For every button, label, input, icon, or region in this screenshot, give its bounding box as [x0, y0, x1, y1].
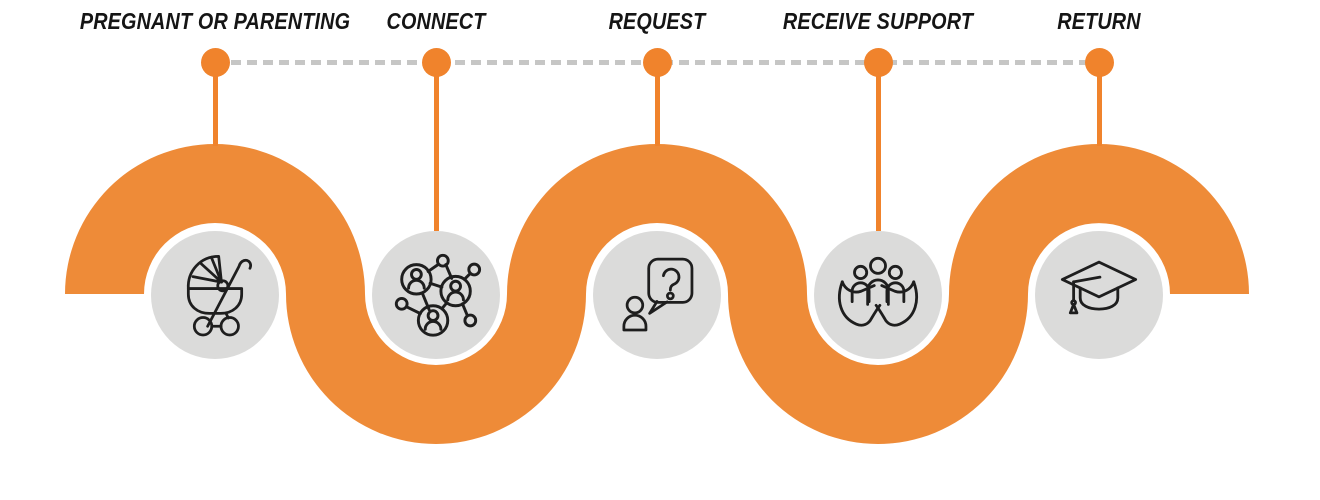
step-node-circle [593, 231, 721, 359]
hands-holding-people-icon [838, 256, 918, 327]
step-label: PREGNANT OR PARENTING [79, 8, 351, 34]
question-speech-bubble-icon [622, 257, 694, 332]
graduation-cap-icon [1060, 260, 1138, 315]
people-network-icon [394, 253, 482, 337]
marker-dot [643, 48, 672, 77]
stroller-icon [186, 254, 253, 337]
step-node-circle [151, 231, 279, 359]
marker-dot [422, 48, 451, 77]
marker-stem [213, 62, 218, 146]
marker-stem [1097, 62, 1102, 146]
marker-stem [876, 62, 881, 231]
step-label: REQUEST [608, 8, 706, 34]
marker-dot [201, 48, 230, 77]
step-label: RECEIVE SUPPORT [782, 8, 974, 34]
step-label: RETURN [1057, 8, 1141, 34]
step-node-circle [1035, 231, 1163, 359]
marker-stem [655, 62, 660, 146]
marker-dot [864, 48, 893, 77]
step-label: CONNECT [386, 8, 486, 34]
marker-dot [1085, 48, 1114, 77]
marker-stem [434, 62, 439, 231]
step-node-circle [372, 231, 500, 359]
step-node-circle [814, 231, 942, 359]
